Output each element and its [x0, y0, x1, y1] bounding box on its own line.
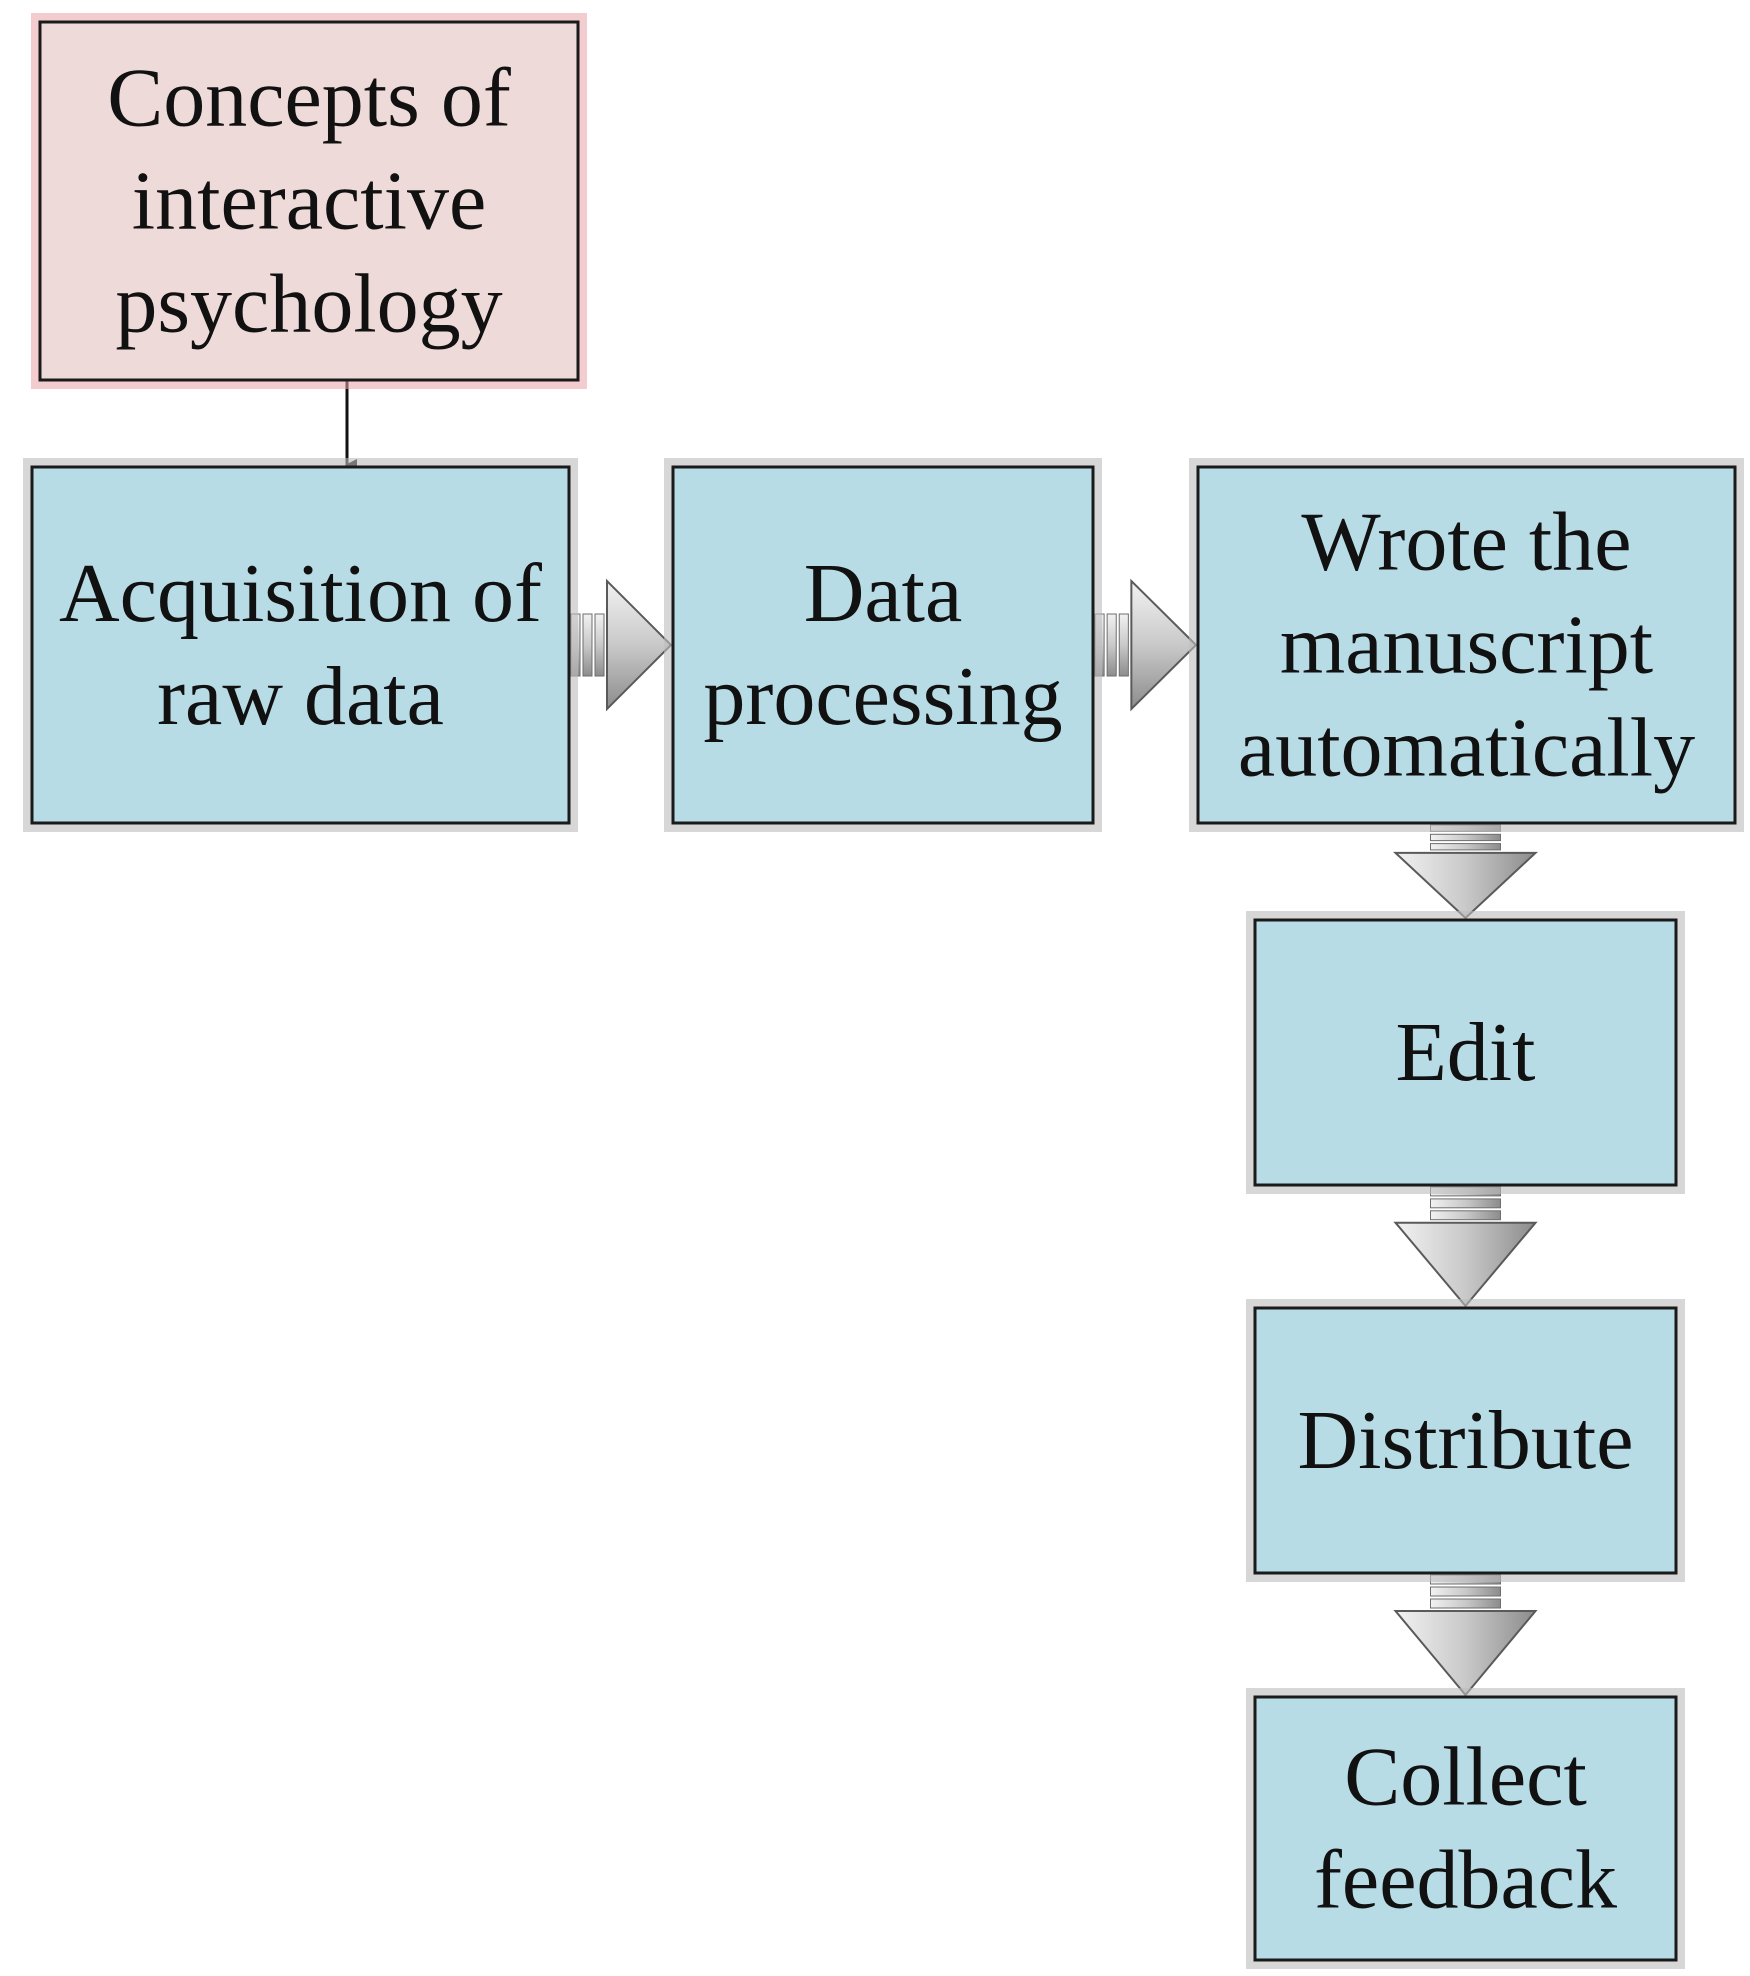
node-acquisition-box: [30, 465, 571, 825]
node-distribute-box: [1253, 1306, 1678, 1575]
node-processing-box: [671, 465, 1095, 825]
node-feedback-label: Collect: [1344, 1731, 1587, 1824]
node-edit-label: Edit: [1396, 1006, 1536, 1099]
node-manuscript-box: [1196, 465, 1737, 825]
node-distribute-label: Distribute: [1298, 1394, 1634, 1487]
edge-distribute-to-feedback: [1393, 1574, 1538, 1697]
node-edit-box: [1253, 918, 1678, 1187]
node-distribute: Distribute: [1246, 1299, 1685, 1582]
edge-edit-to-distribute: [1393, 1186, 1538, 1308]
node-concepts-label: psychology: [115, 258, 502, 351]
node-feedback: Collect feedback: [1246, 1688, 1685, 1969]
node-manuscript: Wrote the manuscript automatically: [1189, 458, 1744, 832]
node-edit: Edit: [1246, 911, 1685, 1194]
node-feedback-box: [1253, 1695, 1678, 1962]
edge-manuscript-to-edit: [1392, 824, 1539, 920]
node-acquisition-label: Acquisition of: [59, 547, 542, 640]
node-processing-label: processing: [703, 650, 1062, 743]
node-processing: Data processing: [664, 458, 1102, 832]
node-acquisition-label: raw data: [157, 650, 444, 743]
node-concepts: Concepts of interactive psychology: [31, 13, 587, 389]
node-manuscript-label: manuscript: [1280, 599, 1653, 692]
node-concepts-label: Concepts of: [107, 52, 511, 145]
node-concepts-label: interactive: [132, 155, 486, 248]
node-manuscript-label: automatically: [1238, 702, 1695, 795]
nodes: Concepts of interactive psychologyAcquisit…: [23, 13, 1744, 1969]
node-processing-label: Data: [804, 547, 963, 640]
edge-acquisition-to-processing: [570, 578, 673, 712]
node-concepts-box: [38, 20, 580, 382]
edge-processing-to-manuscript: [1094, 578, 1198, 712]
node-feedback-label: feedback: [1314, 1834, 1617, 1927]
node-acquisition: Acquisition of raw data: [23, 458, 578, 832]
node-manuscript-label: Wrote the: [1301, 496, 1631, 589]
